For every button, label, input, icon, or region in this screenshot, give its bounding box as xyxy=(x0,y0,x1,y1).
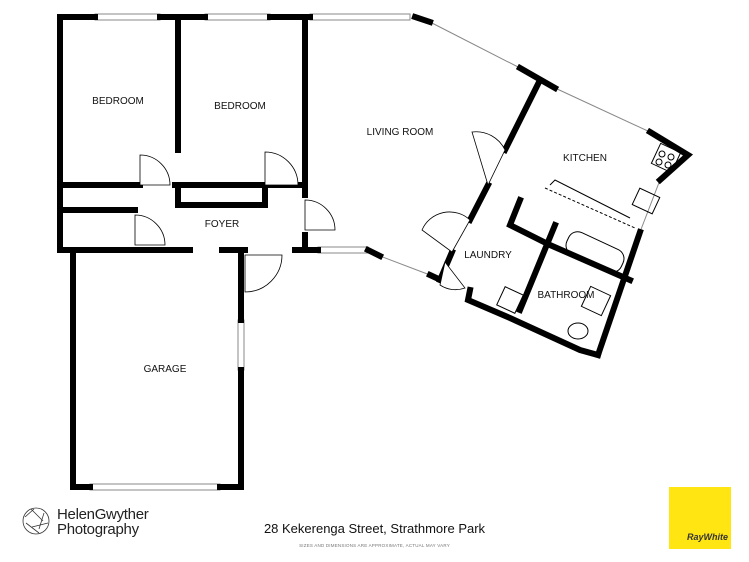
disclaimer: SIZES AND DIMENSIONS ARE APPROXIMATE, AC… xyxy=(299,543,450,548)
agency-name: RayWhite xyxy=(686,532,728,542)
walls xyxy=(57,13,694,490)
windows xyxy=(89,13,661,491)
room-label-kitchen: KITCHEN xyxy=(563,153,607,164)
brand-line-2: Photography xyxy=(57,521,139,538)
fixtures xyxy=(496,142,682,340)
room-label-bedroom-1: BEDROOM xyxy=(92,96,144,107)
property-address: 28 Kekerenga Street, Strathmore Park xyxy=(263,521,486,536)
photographer-brand: HelenGwyther Photography xyxy=(57,506,149,538)
room-label-foyer: FOYER xyxy=(205,219,239,230)
camera-aperture-icon xyxy=(22,507,50,535)
room-label-laundry: LAUNDRY xyxy=(464,250,512,261)
room-label-bedroom-2: BEDROOM xyxy=(214,101,266,112)
room-label-living-room: LIVING ROOM xyxy=(367,127,434,138)
room-label-garage: GARAGE xyxy=(144,364,187,375)
raywhite-logo: RayWhite xyxy=(669,487,731,549)
brand-line-1: HelenGwyther xyxy=(57,506,149,523)
room-label-bathroom: BATHROOM xyxy=(537,290,594,301)
doors xyxy=(134,131,506,293)
